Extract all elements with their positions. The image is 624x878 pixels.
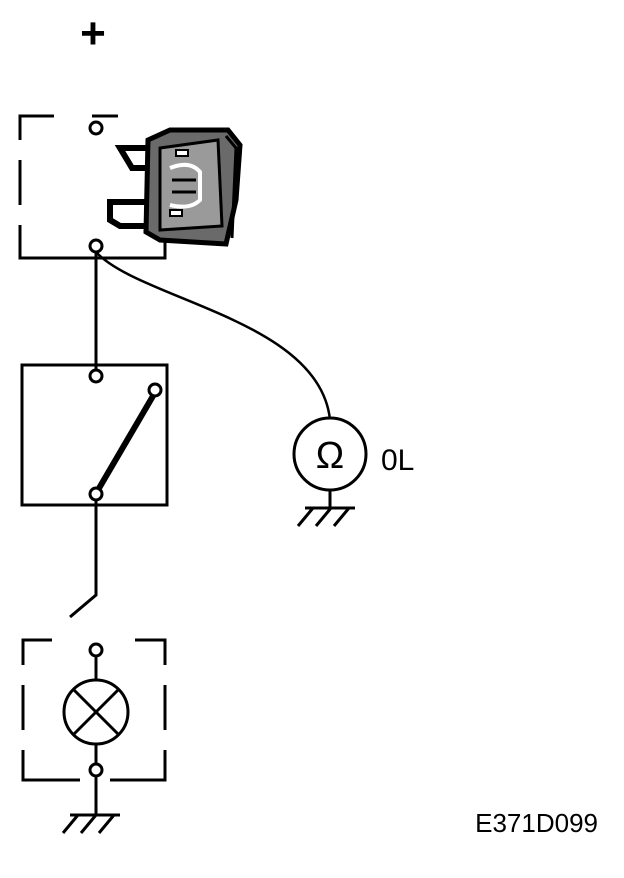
switch-lever xyxy=(95,394,156,492)
meter-probe-wire xyxy=(95,251,332,421)
positive-supply-symbol: + xyxy=(80,9,106,58)
lamp-box xyxy=(21,638,167,782)
fuse-terminal-bottom xyxy=(88,238,104,254)
blade-fuse-icon xyxy=(107,127,243,247)
fuse-box xyxy=(18,114,167,260)
lamp-terminal-bottom xyxy=(88,762,104,778)
meter-ground-icon xyxy=(296,506,355,527)
meter-reading: 0L xyxy=(381,444,414,477)
lamp-ground-icon xyxy=(61,813,120,834)
wire-switch-to-lamp-open xyxy=(69,500,98,619)
switch-box xyxy=(20,363,169,507)
switch-terminal-bottom xyxy=(88,486,104,502)
lamp-terminal-top xyxy=(88,642,104,658)
switch-contact xyxy=(147,382,163,398)
lamp-icon xyxy=(62,678,130,746)
ohm-symbol: Ω xyxy=(316,435,344,477)
switch-terminal-top xyxy=(88,368,104,384)
figure-code: E371D099 xyxy=(475,808,598,838)
fuse-terminal-top xyxy=(88,120,104,136)
